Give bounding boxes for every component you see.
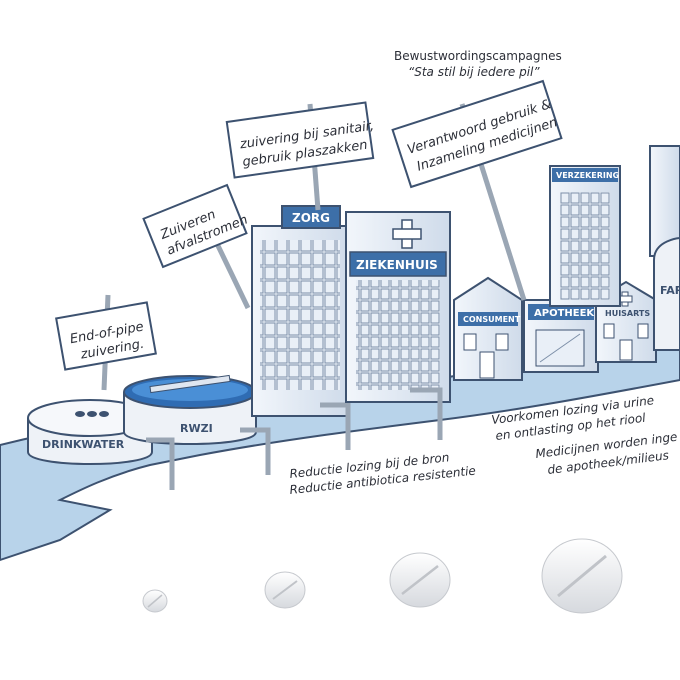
- drinkwater-label: DRINKWATER: [42, 438, 125, 451]
- sign-sanitair: zuivering bij sanitair, gebruik plaszakk…: [227, 103, 375, 210]
- sign-end-of-pipe: End-of-pipe zuivering.: [56, 295, 156, 390]
- consument-house: CONSUMENT: [454, 278, 522, 380]
- pill-icon: [143, 590, 167, 612]
- consument-label: CONSUMENT: [463, 315, 521, 324]
- verzekering-label: VERZEKERING: [556, 171, 619, 180]
- apotheek-label: APOTHEEK: [534, 308, 595, 319]
- farma-label: FAR: [660, 284, 680, 297]
- verzekering-building: VERZEKERING: [550, 166, 620, 306]
- sign-zuiveren: Zuiveren afvalstromen: [144, 185, 251, 308]
- rwzi-label: RWZI: [180, 422, 213, 435]
- farma-building: FAR: [650, 146, 680, 350]
- zorg-label: ZORG: [292, 211, 330, 225]
- campaign-title: Bewustwordingscampagnes: [394, 49, 562, 63]
- campaign-slogan: “Sta stil bij iedere pil”: [408, 65, 540, 79]
- pill-icon: [390, 553, 450, 607]
- pill-icon: [265, 572, 305, 608]
- rwzi-tank: RWZI: [124, 375, 268, 490]
- pill-icon: [542, 539, 622, 613]
- huisarts-label: HUISARTS: [605, 309, 650, 318]
- ziekenhuis-label: ZIEKENHUIS: [356, 258, 438, 272]
- zorg-building: ZORG: [252, 206, 348, 450]
- apotheek-building: APOTHEEK: [524, 300, 598, 372]
